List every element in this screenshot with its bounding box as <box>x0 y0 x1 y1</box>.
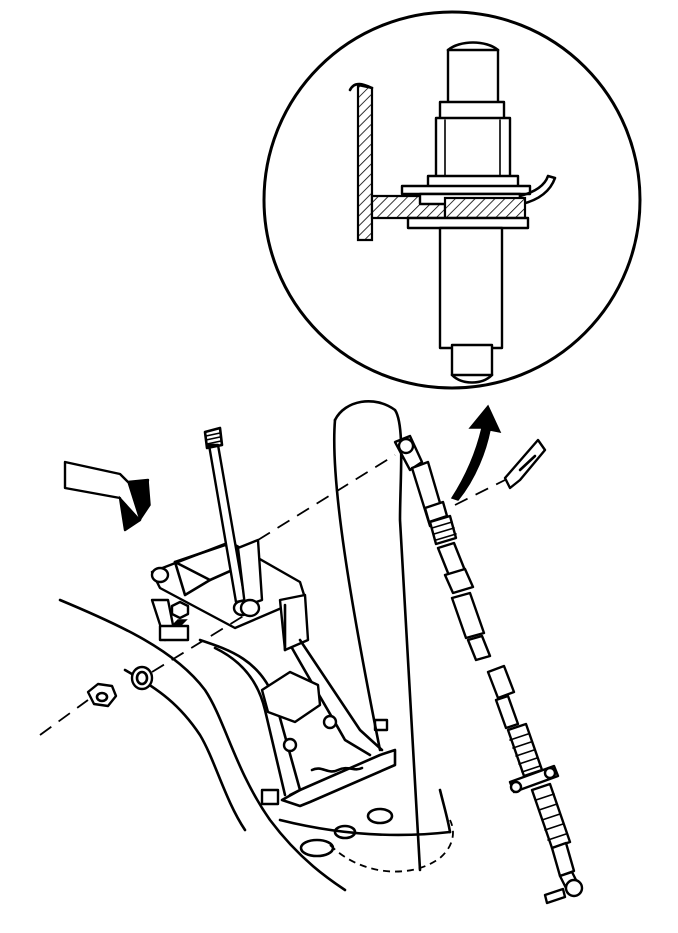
shift-lever <box>203 426 264 618</box>
shifter-base-bracket <box>150 540 397 808</box>
detail-magnifier-circle <box>262 10 642 390</box>
direction-arrow <box>63 460 151 532</box>
floor-hole <box>299 838 335 858</box>
cable-retaining-clip <box>454 438 547 506</box>
shift-cable <box>332 400 584 905</box>
floor-pan <box>58 598 454 892</box>
floor-hole <box>366 807 394 825</box>
detail-callout-arrow <box>450 404 502 501</box>
washer <box>130 665 154 691</box>
nut <box>86 682 118 708</box>
floor-hole <box>333 824 357 840</box>
